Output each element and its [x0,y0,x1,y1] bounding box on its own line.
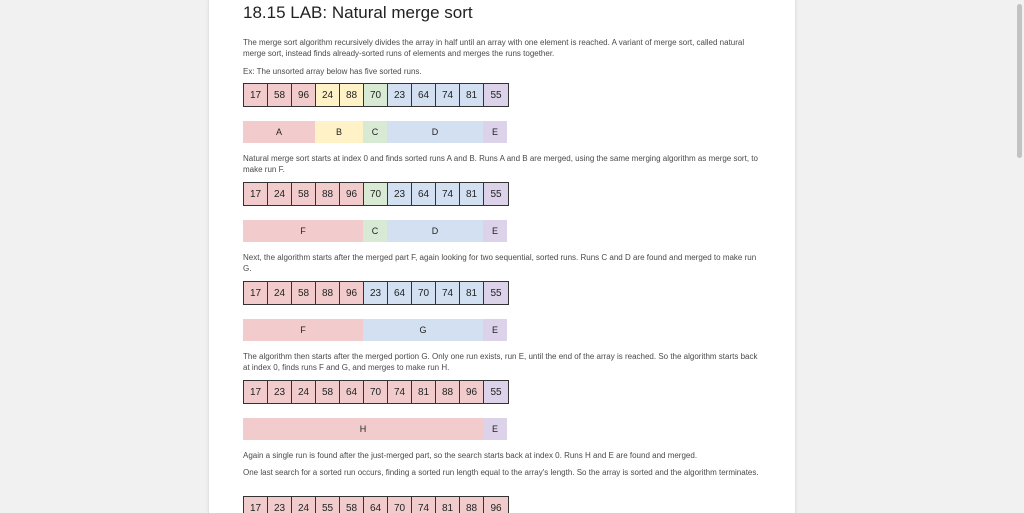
array-cell: 88 [316,183,340,205]
array-cell: 74 [436,282,460,304]
array-cell: 17 [244,381,268,403]
array-cell: 23 [388,183,412,205]
run-label-g: G [363,319,483,341]
array-cell: 58 [316,381,340,403]
run-label-f: F [243,319,363,341]
step-paragraph-4: Again a single run is found after the ju… [243,451,698,460]
array-cell: 24 [292,497,316,513]
array-cell: 23 [364,282,388,304]
array-cell: 58 [268,84,292,106]
run-label-f: F [243,220,363,242]
page-scrollbar[interactable] [1014,0,1024,513]
run-label-c: C [363,220,387,242]
run-label-e: E [483,418,507,440]
array-cell: 88 [340,84,364,106]
page-title: 18.15 LAB: Natural merge sort [243,3,473,22]
array-cell: 81 [436,497,460,513]
array-cell: 64 [388,282,412,304]
array-cell: 17 [244,497,268,513]
array-cell: 96 [460,381,484,403]
example-paragraph: Ex: The unsorted array below has five so… [243,67,422,76]
array-cell: 64 [364,497,388,513]
array-cell: 74 [388,381,412,403]
array-cell: 58 [340,497,364,513]
array-cell: 64 [340,381,364,403]
step-paragraph-2: Next, the algorithm starts after the mer… [243,253,757,273]
array-cell: 70 [388,497,412,513]
run-label-e: E [483,319,507,341]
array-cell: 70 [364,381,388,403]
array-cell: 70 [364,183,388,205]
array-cell: 74 [436,84,460,106]
array-cell: 81 [412,381,436,403]
array-cell: 64 [412,183,436,205]
array-cell: 64 [412,84,436,106]
array-cell: 81 [460,84,484,106]
array-cell: 24 [268,183,292,205]
array-cell: 55 [316,497,340,513]
array-cell: 55 [484,381,508,403]
run-label-d: D [387,220,483,242]
step-paragraph-1: Natural merge sort starts at index 0 and… [243,154,758,174]
array-cell: 23 [388,84,412,106]
array-cell: 70 [412,282,436,304]
array-cell: 81 [460,183,484,205]
array-cell: 88 [460,497,484,513]
array-cell: 96 [484,497,508,513]
lab-page: 18.15 LAB: Natural merge sort The merge … [208,0,796,513]
step-paragraph-5: One last search for a sorted run occurs,… [243,468,759,477]
run-label-d: D [387,121,483,143]
array-cell: 96 [292,84,316,106]
array-cell: 17 [244,183,268,205]
run-label-c: C [363,121,387,143]
array-cell: 17 [244,282,268,304]
array-cell: 74 [412,497,436,513]
run-label-e: E [483,121,507,143]
intro-paragraph: The merge sort algorithm recursively div… [243,38,745,58]
array-cell: 96 [340,282,364,304]
array-cell: 55 [484,183,508,205]
scrollbar-thumb[interactable] [1017,4,1022,158]
array-cell: 58 [292,183,316,205]
run-label-a: A [243,121,315,143]
array-cell: 81 [460,282,484,304]
step-paragraph-3: The algorithm then starts after the merg… [243,352,758,372]
array-cell: 24 [268,282,292,304]
array-cell: 74 [436,183,460,205]
array-cell: 23 [268,381,292,403]
array-cell: 96 [340,183,364,205]
array-cell: 58 [292,282,316,304]
array-cell: 70 [364,84,388,106]
array-cell: 24 [316,84,340,106]
run-label-b: B [315,121,363,143]
array-cell: 55 [484,84,508,106]
run-label-h: H [243,418,483,440]
array-cell: 24 [292,381,316,403]
array-cell: 23 [268,497,292,513]
array-cell: 17 [244,84,268,106]
array-cell: 55 [484,282,508,304]
array-cell: 88 [316,282,340,304]
array-cell: 88 [436,381,460,403]
run-label-e: E [483,220,507,242]
